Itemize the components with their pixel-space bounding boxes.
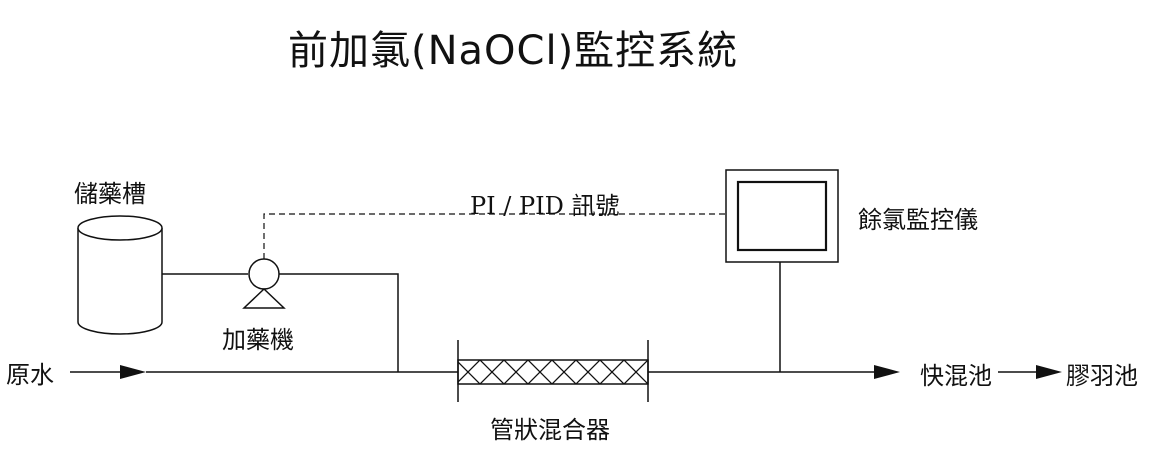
dosing-pump-label: 加藥機 — [222, 326, 294, 354]
rapid-mix-basin-label: 快混池 — [920, 362, 992, 390]
residual-chlorine-monitor-label: 餘氯監控儀 — [858, 206, 978, 234]
static-mixer — [457, 340, 649, 402]
main-pipe — [70, 365, 900, 379]
storage-tank-label: 儲藥槽 — [74, 180, 146, 208]
dosing-line — [279, 273, 399, 372]
dosing-pump — [242, 258, 286, 309]
signal-label: PI / PID 訊號 — [470, 192, 620, 220]
residual-chlorine-monitor — [725, 169, 839, 263]
rapid-to-floc-arrow — [998, 365, 1062, 379]
diagram-title: 前加氯(NaOCl)監控系統 — [288, 28, 739, 74]
storage-tank — [77, 215, 163, 335]
static-mixer-label: 管狀混合器 — [490, 416, 610, 444]
signal-line — [263, 213, 726, 259]
flocculation-basin-label: 膠羽池 — [1066, 362, 1138, 390]
raw-water-label: 原水 — [6, 361, 54, 389]
